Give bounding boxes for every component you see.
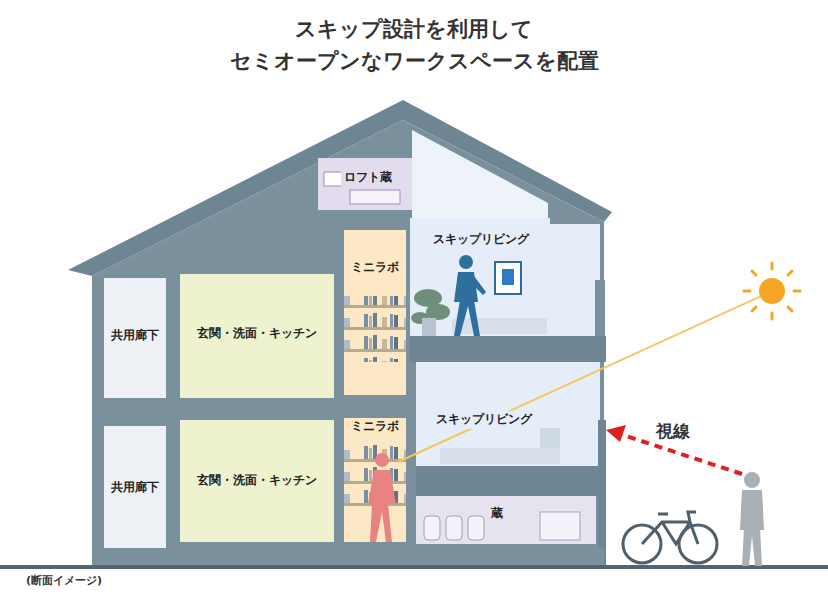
floor-slab — [416, 466, 600, 496]
entrance-room — [180, 420, 334, 542]
room-name: ロフト蔵 — [344, 170, 392, 184]
ground-line — [0, 565, 828, 569]
storage-room — [416, 496, 596, 544]
room-label: ミニラボ — [348, 418, 402, 436]
person-figure — [740, 472, 764, 566]
living-room — [410, 218, 600, 340]
minilab-room — [344, 418, 406, 542]
entrance-room — [180, 274, 334, 398]
room-label: 玄関・洗面・キッチン — [194, 325, 320, 343]
sun-icon — [744, 263, 800, 319]
living-room — [416, 362, 600, 470]
room-label: ミニラボ — [348, 259, 402, 277]
room-name: 蔵 — [491, 506, 503, 520]
room-label: 玄関・洗面・キッチン — [194, 472, 320, 490]
sight-label: 視線 — [654, 420, 692, 443]
attic-space — [412, 130, 548, 218]
room-label: 蔵 — [488, 505, 506, 523]
room-label: スキップリビング — [433, 411, 535, 429]
minilab-room — [344, 230, 406, 395]
room-label: スキップリビング — [430, 231, 532, 249]
sun-ray — [398, 292, 770, 462]
person-figure — [368, 453, 396, 542]
corridor-room — [104, 278, 166, 398]
loft-room — [318, 158, 412, 210]
room-label: 共用廊下 — [108, 479, 162, 497]
room-label: ロフト蔵 — [341, 169, 395, 187]
caption: (断面イメージ) — [26, 573, 102, 588]
room-name: スキップリビング — [436, 412, 532, 426]
floor-slab — [410, 336, 606, 362]
room-name: 玄関・洗面・キッチン — [197, 326, 317, 340]
person-figure — [454, 255, 486, 336]
room-name: 玄関・洗面・キッチン — [197, 473, 317, 487]
room-name: ミニラボ — [351, 419, 399, 433]
room-name: スキップリビング — [433, 232, 529, 246]
room-name: 共用廊下 — [111, 328, 159, 342]
title: スキップ設計を利用して セミオープンなワークスペースを配置 — [214, 14, 614, 77]
bicycle — [623, 512, 717, 563]
room-label: 共用廊下 — [108, 327, 162, 345]
room-name: ミニラボ — [351, 260, 399, 274]
corridor-room — [104, 426, 166, 548]
room-name: 共用廊下 — [111, 480, 159, 494]
